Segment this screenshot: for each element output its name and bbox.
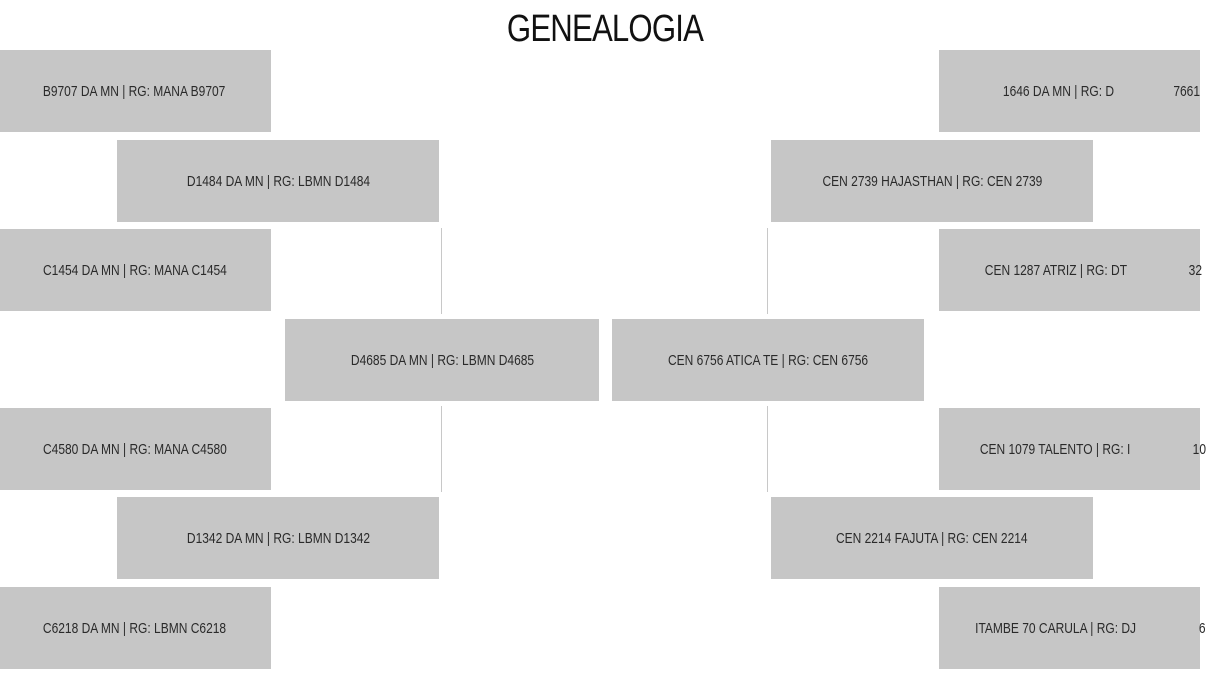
pedigree-label-suffix: 10 — [1192, 440, 1206, 458]
pedigree-label: 1646 DA MN | RG: D — [1002, 82, 1115, 100]
pedigree-box-right-sire-sire: 1646 DA MN | RG: D 7661 — [939, 50, 1200, 132]
connector-left-upper — [441, 228, 442, 314]
pedigree-label-suffix: 32 — [1188, 261, 1202, 279]
pedigree-label-suffix: 6 — [1199, 619, 1206, 637]
pedigree-label: C6218 DA MN | RG: LBMN C6218 — [42, 619, 227, 637]
pedigree-label: C1454 DA MN | RG: MANA C1454 — [42, 261, 227, 279]
connector-right-upper — [767, 228, 768, 314]
pedigree-box-right-sire-dam: CEN 1287 ATRIZ | RG: DT 32 — [939, 229, 1202, 311]
pedigree-box-sire: D1484 DA MN | RG: LBMN D1484 — [117, 140, 439, 222]
pedigree-box-dam: D1342 DA MN | RG: LBMN D1342 — [117, 497, 439, 579]
pedigree-label: CEN 1079 TALENTO | RG: I — [979, 440, 1131, 458]
pedigree-box-dam-dam: C6218 DA MN | RG: LBMN C6218 — [0, 587, 271, 669]
pedigree-box-sire-sire: B9707 DA MN | RG: MANA B9707 — [0, 50, 271, 132]
pedigree-box-dam-sire: C4580 DA MN | RG: MANA C4580 — [0, 408, 271, 490]
pedigree-label: D1484 DA MN | RG: LBMN D1484 — [186, 172, 370, 190]
pedigree-label: D4685 DA MN | RG: LBMN D4685 — [350, 351, 534, 369]
page-title: GENEALOGIA — [506, 8, 704, 50]
pedigree-box-right-sire: CEN 2739 HAJASTHAN | RG: CEN 2739 — [771, 140, 1093, 222]
pedigree-box-animal-left: D4685 DA MN | RG: LBMN D4685 — [285, 319, 599, 401]
pedigree-box-animal-right: CEN 6756 ATICA TE | RG: CEN 6756 — [612, 319, 924, 401]
pedigree-label: CEN 2214 FAJUTA | RG: CEN 2214 — [836, 529, 1028, 547]
pedigree-label-suffix: 7661 — [1173, 82, 1200, 100]
pedigree-label: CEN 6756 ATICA TE | RG: CEN 6756 — [667, 351, 869, 369]
pedigree-box-right-dam-dam: ITAMBE 70 CARULA | RG: DJ 6 — [939, 587, 1206, 669]
connector-right-lower — [767, 406, 768, 492]
pedigree-box-sire-dam: C1454 DA MN | RG: MANA C1454 — [0, 229, 271, 311]
pedigree-label: CEN 1287 ATRIZ | RG: DT — [984, 261, 1128, 279]
connector-left-lower — [441, 406, 442, 492]
pedigree-label: CEN 2739 HAJASTHAN | RG: CEN 2739 — [822, 172, 1042, 190]
pedigree-label: ITAMBE 70 CARULA | RG: DJ — [975, 619, 1137, 637]
pedigree-label: B9707 DA MN | RG: MANA B9707 — [43, 82, 226, 100]
pedigree-label: C4580 DA MN | RG: MANA C4580 — [42, 440, 227, 458]
pedigree-box-right-dam: CEN 2214 FAJUTA | RG: CEN 2214 — [771, 497, 1093, 579]
pedigree-box-right-dam-sire: CEN 1079 TALENTO | RG: I 10 — [939, 408, 1206, 490]
pedigree-label: D1342 DA MN | RG: LBMN D1342 — [186, 529, 370, 547]
